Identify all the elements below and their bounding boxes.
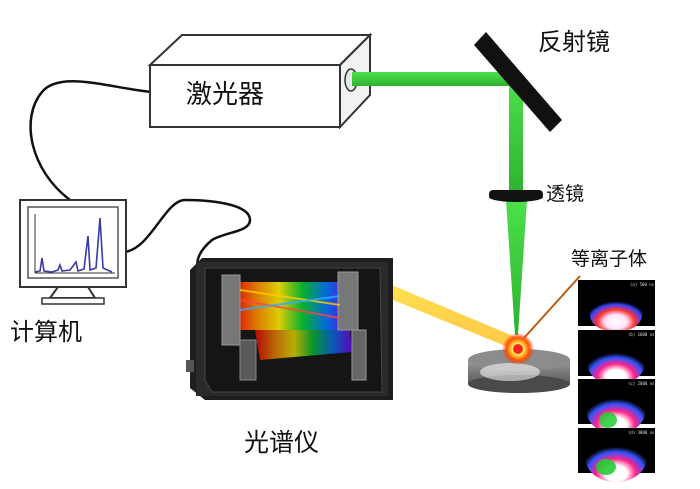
plasma-frame-tag: (b) 1000 ns — [628, 332, 655, 337]
laser-label: 激光器 — [186, 80, 265, 110]
lens-label: 透镜 — [546, 183, 585, 205]
plasma-frame-tag: (c) 2000 ns — [628, 381, 655, 386]
cable-computer-spectrometer — [123, 198, 252, 273]
spectrometer — [186, 258, 393, 400]
plasma-arrow — [523, 275, 581, 339]
computer-label: 计算机 — [10, 318, 82, 346]
laser-beam-focused — [506, 200, 527, 335]
spectrometer-label: 光谱仪 — [244, 428, 320, 457]
emission-cone — [387, 283, 518, 350]
spectrum-trace — [34, 217, 113, 273]
sample-disk — [468, 349, 570, 393]
plasma-image-panel — [578, 280, 655, 482]
plasma-frame-tag: (a) 500 ns — [630, 282, 655, 287]
computer-monitor — [19, 199, 127, 305]
plasma-frame-tag: (d) 3000 ns — [628, 430, 655, 435]
plasma-label: 等离子体 — [571, 248, 648, 270]
laser-beam-horizontal — [352, 72, 517, 86]
mirror-label: 反射镜 — [538, 28, 610, 56]
laser-beam-vertical — [509, 80, 523, 195]
cable-laser-computer — [29, 80, 153, 201]
lens — [489, 190, 543, 202]
mirror — [474, 32, 562, 132]
